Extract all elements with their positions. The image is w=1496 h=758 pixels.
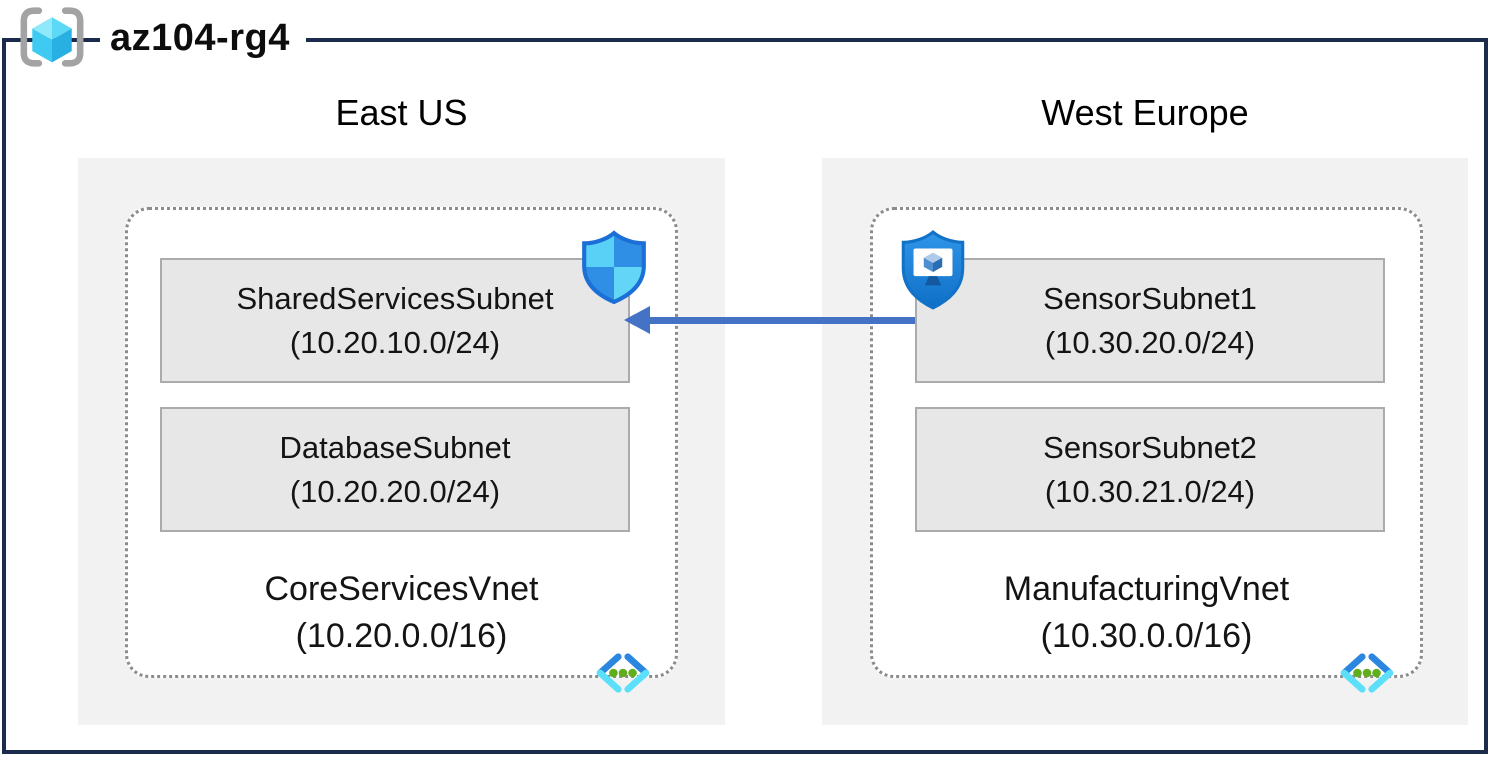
region-label-east-us: East US [335, 92, 468, 133]
resource-group-border [2, 38, 1488, 754]
vnet-label-coreservices: CoreServicesVnet (10.20.0.0/16) [125, 566, 678, 660]
virtual-network-icon [1338, 652, 1396, 694]
subnet-name: SensorSubnet1 [1043, 280, 1257, 316]
vnet-name: ManufacturingVnet [1003, 570, 1290, 608]
subnet-database: DatabaseSubnet (10.20.20.0/24) [160, 407, 630, 532]
vnet-cidr: (10.20.0.0/16) [295, 617, 508, 655]
subnet-cidr: (10.30.21.0/24) [1044, 473, 1256, 509]
resource-group-icon [16, 6, 88, 68]
subnet-name: DatabaseSubnet [279, 429, 511, 465]
application-security-group-shield-icon [896, 229, 970, 311]
peering-arrow-head [624, 306, 650, 334]
peering-arrow-line [648, 317, 915, 324]
subnet-sensor1: SensorSubnet1 (10.30.20.0/24) [915, 258, 1385, 383]
subnet-sharedservices: SharedServicesSubnet (10.20.10.0/24) [160, 258, 630, 383]
network-security-group-shield-icon [577, 230, 651, 305]
subnet-name: SharedServicesSubnet [236, 280, 554, 316]
subnet-sensor2: SensorSubnet2 (10.30.21.0/24) [915, 407, 1385, 532]
subnet-cidr: (10.30.20.0/24) [1044, 324, 1256, 360]
vnet-cidr: (10.30.0.0/16) [1040, 617, 1253, 655]
subnet-cidr: (10.20.20.0/24) [289, 473, 501, 509]
vnet-name: CoreServicesVnet [264, 570, 539, 608]
vnet-label-manufacturing: ManufacturingVnet (10.30.0.0/16) [870, 566, 1423, 660]
subnet-cidr: (10.20.10.0/24) [289, 324, 501, 360]
resource-group-title: az104-rg4 [100, 13, 306, 64]
subnet-name: SensorSubnet2 [1043, 429, 1257, 465]
region-label-west-europe: West Europe [1041, 92, 1249, 133]
virtual-network-icon [594, 652, 652, 694]
